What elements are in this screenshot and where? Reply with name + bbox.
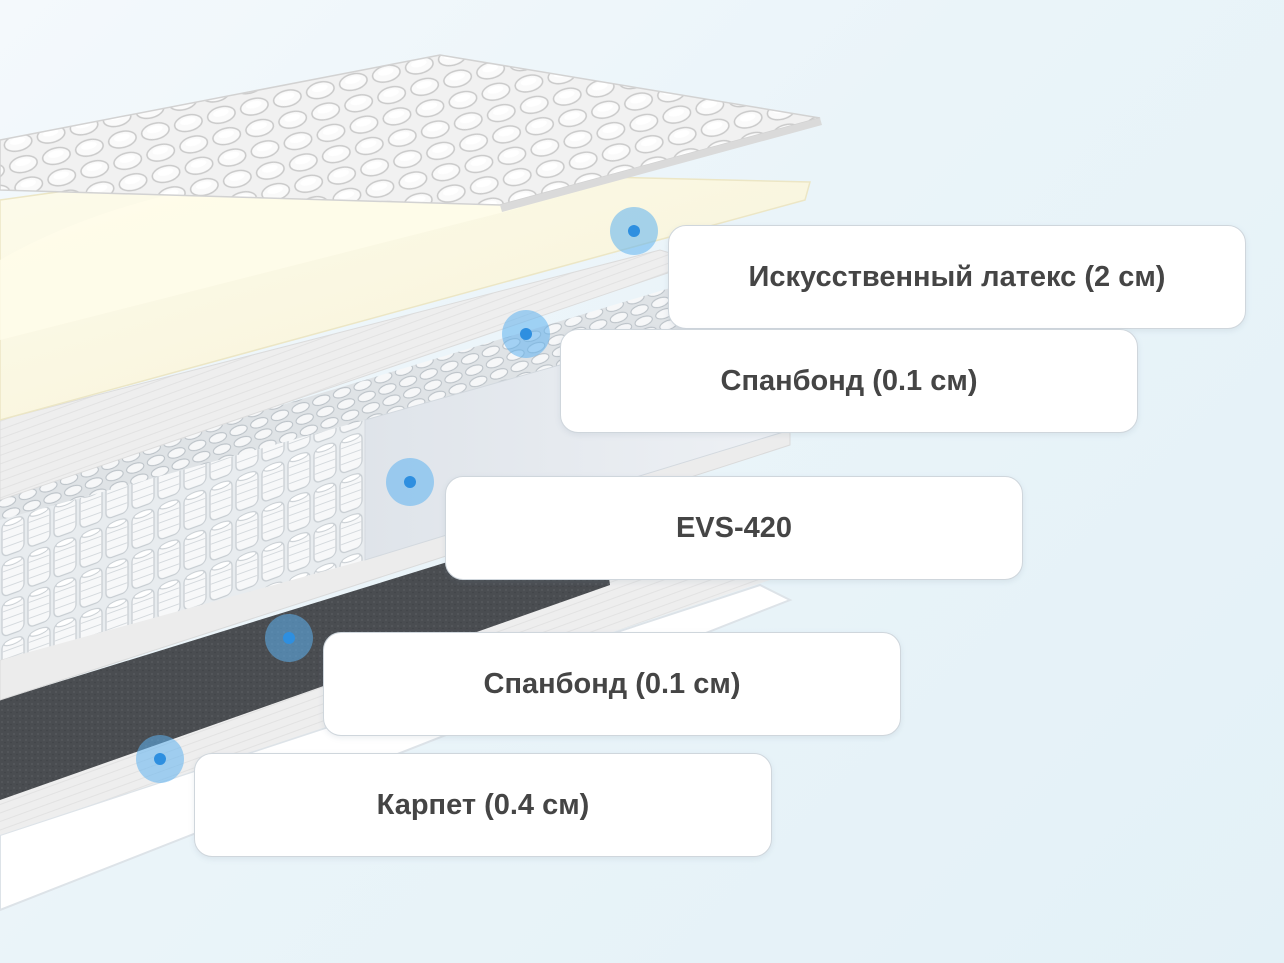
layer-marker-springs[interactable] bbox=[386, 458, 434, 506]
layer-marker-dot-icon bbox=[283, 632, 295, 644]
layer-marker-carpet[interactable] bbox=[136, 735, 184, 783]
layer-label-latex: Искусственный латекс (2 см) bbox=[668, 225, 1246, 329]
layer-label-springs: EVS-420 bbox=[445, 476, 1023, 580]
layer-label-carpet: Карпет (0.4 см) bbox=[194, 753, 772, 857]
layer-marker-dot-icon bbox=[520, 328, 532, 340]
layer-marker-dot-icon bbox=[404, 476, 416, 488]
layer-label-spunbond-bottom: Спанбонд (0.1 см) bbox=[323, 632, 901, 736]
layer-marker-spunbond-bottom[interactable] bbox=[265, 614, 313, 662]
layer-marker-spunbond-top[interactable] bbox=[502, 310, 550, 358]
layer-marker-latex[interactable] bbox=[610, 207, 658, 255]
layer-marker-dot-icon bbox=[154, 753, 166, 765]
layer-label-spunbond-top: Спанбонд (0.1 см) bbox=[560, 329, 1138, 433]
layer-marker-dot-icon bbox=[628, 225, 640, 237]
